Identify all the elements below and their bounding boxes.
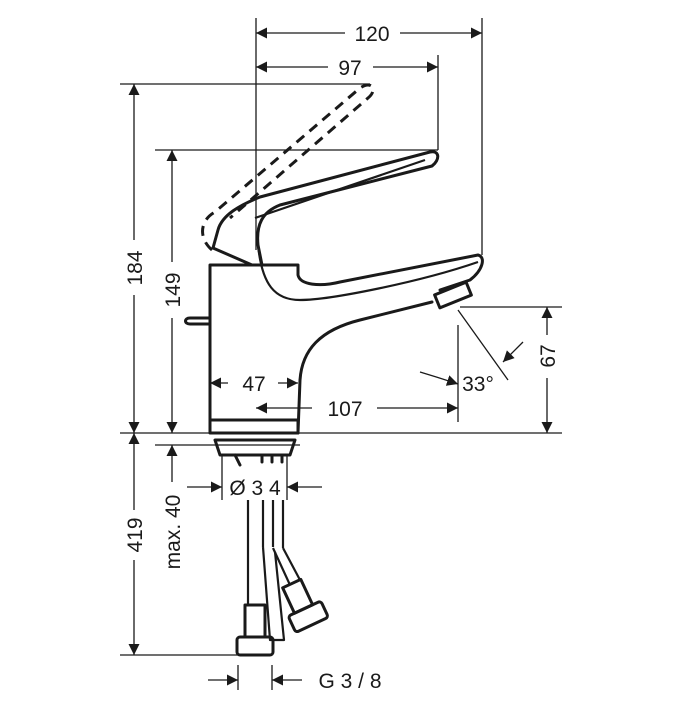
mounting-nut bbox=[213, 438, 297, 467]
dim-g-3-8: G 3 / 8 bbox=[318, 670, 381, 693]
hose-nut-right bbox=[287, 600, 329, 633]
dim-184: 184 bbox=[124, 250, 147, 285]
hose-fitting-left bbox=[243, 603, 267, 639]
extension-lines bbox=[120, 18, 562, 690]
drain-knob bbox=[184, 316, 212, 326]
dimension-labels: 120 97 184 149 67 47 107 33° 419 max. 40… bbox=[124, 23, 560, 693]
aerator bbox=[433, 280, 473, 310]
base-ring bbox=[208, 418, 300, 435]
dim-diameter-34: Ø 3 4 bbox=[229, 477, 281, 500]
dim-120: 120 bbox=[354, 23, 389, 46]
dim-97: 97 bbox=[338, 57, 361, 80]
dim-33-deg: 33° bbox=[462, 373, 494, 396]
lever bbox=[211, 150, 440, 267]
body-outline bbox=[208, 246, 484, 435]
dim-67: 67 bbox=[537, 344, 560, 367]
dim-149: 149 bbox=[162, 272, 185, 307]
dimension-lines bbox=[128, 27, 553, 686]
dim-max-40: max. 40 bbox=[162, 495, 185, 570]
supply-hoses bbox=[235, 500, 329, 657]
dim-419: 419 bbox=[124, 517, 147, 552]
faucet-body bbox=[184, 83, 484, 467]
dim-107: 107 bbox=[327, 398, 362, 421]
dim-47: 47 bbox=[242, 373, 265, 396]
lever-raised-dashed bbox=[201, 83, 375, 252]
hose-nut-left bbox=[235, 635, 275, 657]
